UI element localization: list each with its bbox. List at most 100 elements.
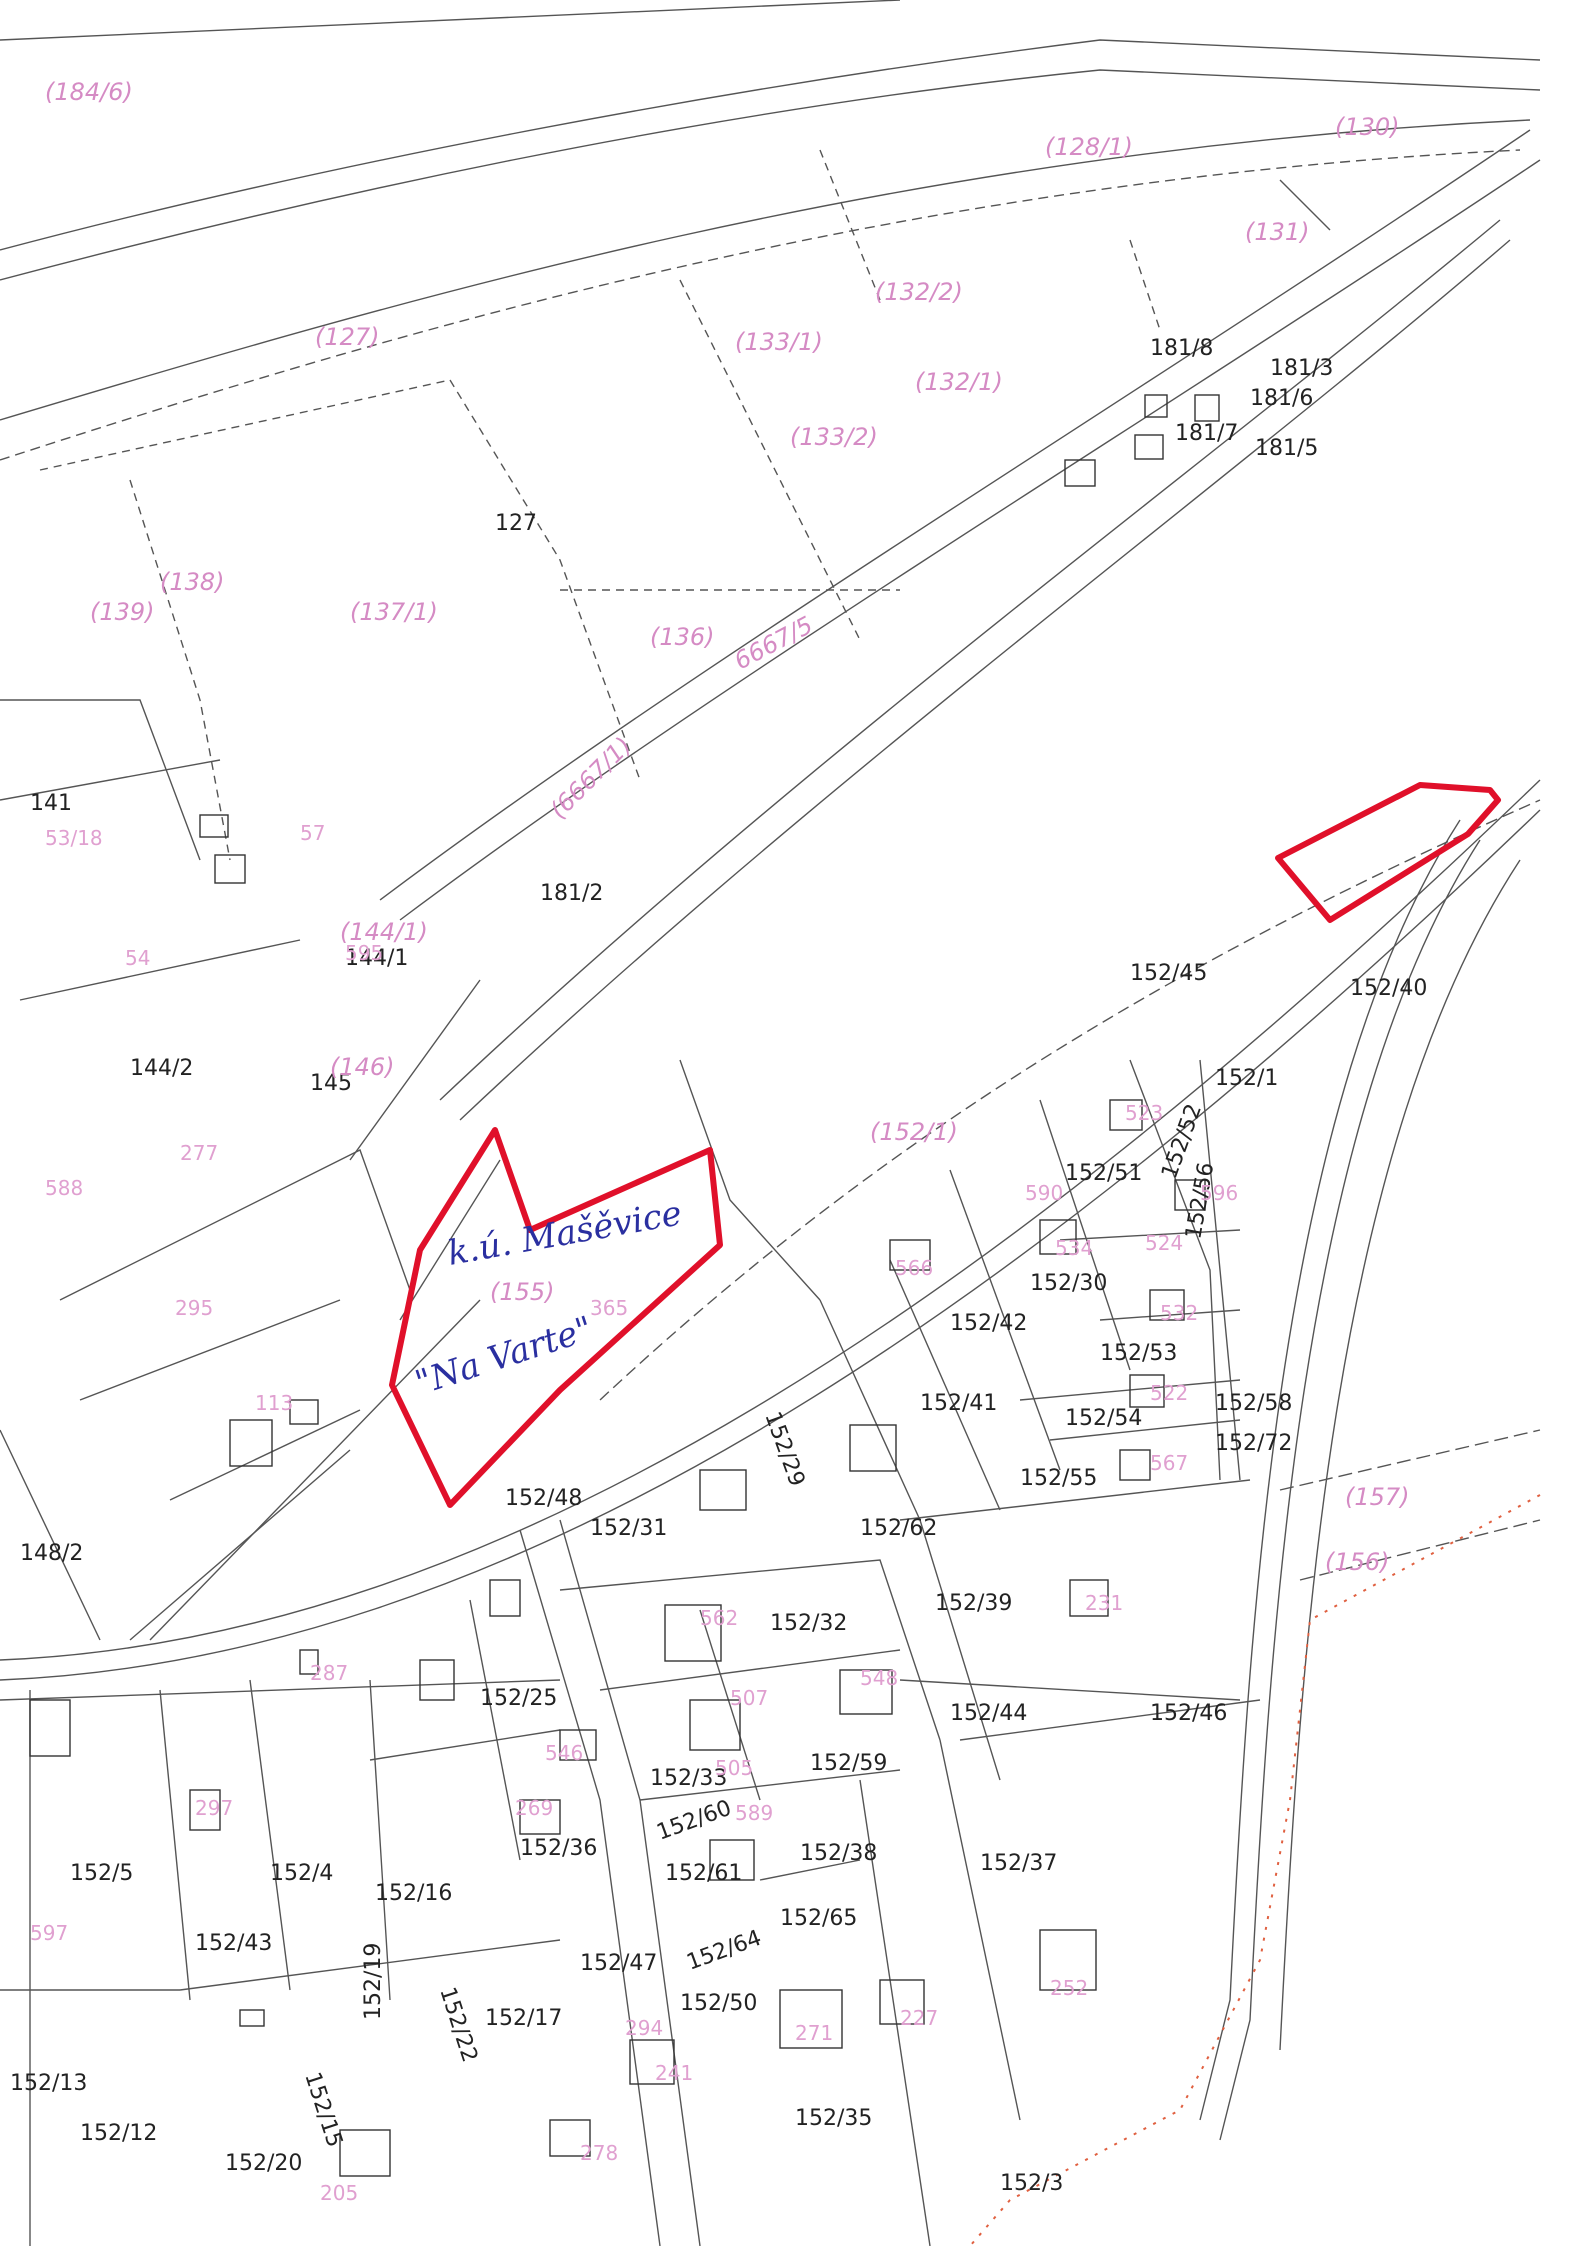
building-number-31: 205 bbox=[320, 2181, 358, 2205]
parcel-label-19: 152/48 bbox=[505, 1486, 582, 1511]
parcel-label-pink-8: (127) bbox=[315, 323, 380, 351]
building-number-20: 507 bbox=[730, 1686, 768, 1710]
district-boundary bbox=[969, 1494, 1541, 2246]
parcel-label-11: 152/42 bbox=[950, 1311, 1027, 1336]
parcel-label-58: 181/7 bbox=[1175, 421, 1238, 446]
building-number-0: 53/18 bbox=[45, 826, 103, 850]
parcel-label-33: 152/5 bbox=[70, 1861, 133, 1886]
building-number-22: 546 bbox=[545, 1741, 583, 1765]
building-number-5: 295 bbox=[175, 1296, 213, 1320]
building-number-30: 271 bbox=[795, 2021, 833, 2045]
building-number-2: 57 bbox=[300, 821, 325, 845]
handwritten-note-line1: k.ú. Mašěvice bbox=[445, 1193, 685, 1274]
parcel-label-30: 152/61 bbox=[665, 1861, 742, 1886]
parcel-label-28: 152/46 bbox=[1150, 1701, 1227, 1726]
parcel-label-55: 181/6 bbox=[1250, 386, 1313, 411]
parcel-label-32: 152/37 bbox=[980, 1851, 1057, 1876]
building-number-23: 269 bbox=[515, 1796, 553, 1820]
building-number-27: 562 bbox=[700, 1606, 738, 1630]
parcel-label-pink-11: (137/1) bbox=[350, 598, 438, 626]
parcel-label-7: 152/51 bbox=[1065, 1161, 1142, 1186]
highlighted-plot-main[interactable] bbox=[389, 1127, 723, 1508]
parcel-label-4: 152/45 bbox=[1130, 961, 1207, 986]
parcel-label-23: 152/32 bbox=[770, 1611, 847, 1636]
parcel-label-pink-18: (156) bbox=[1325, 1548, 1390, 1576]
parcel-label-5: 152/40 bbox=[1350, 976, 1427, 1001]
parcel-label-pink-10: (139) bbox=[90, 598, 155, 626]
parcel-label-18: 152/55 bbox=[1020, 1466, 1097, 1491]
building-number-19: 505 bbox=[715, 1756, 753, 1780]
parcel-label-31: 152/38 bbox=[800, 1841, 877, 1866]
parcel-label-42: 152/13 bbox=[10, 2071, 87, 2096]
parcel-label-2: 144/1 bbox=[345, 946, 408, 971]
parcel-label-45: 152/22 bbox=[434, 1984, 482, 2065]
parcel-lines bbox=[0, 0, 1541, 2246]
highlighted-plot-east[interactable] bbox=[1275, 782, 1501, 923]
parcel-label-0: 127 bbox=[495, 511, 537, 536]
buildings bbox=[29, 394, 1220, 2177]
building-number-11: 590 bbox=[1025, 1181, 1063, 1205]
parcel-label-53: 144/2 bbox=[130, 1056, 193, 1081]
parcel-label-12: 152/53 bbox=[1100, 1341, 1177, 1366]
building-number-28: 589 bbox=[735, 1801, 773, 1825]
parcel-label-40: 152/47 bbox=[580, 1951, 657, 1976]
parcel-label-pink-15: (152/1) bbox=[870, 1118, 958, 1146]
parcel-label-10: 152/30 bbox=[1030, 1271, 1107, 1296]
building-number-8: 523 bbox=[1125, 1101, 1163, 1125]
building-number-10: 524 bbox=[1145, 1231, 1183, 1255]
parcel-label-pink-4: (132/2) bbox=[875, 278, 963, 306]
parcel-label-54: 181/3 bbox=[1270, 356, 1333, 381]
parcel-label-pink-12: (136) bbox=[650, 623, 715, 651]
building-number-25: 597 bbox=[30, 1921, 68, 1945]
handwritten-note-line2: "Na Varte" bbox=[410, 1309, 597, 1404]
building-number-24: 287 bbox=[310, 1661, 348, 1685]
parcel-label-29: 152/60 bbox=[654, 1796, 735, 1846]
parcel-label-50: 152/3 bbox=[1000, 2171, 1063, 2196]
parcel-label-pink-0: (184/6) bbox=[45, 78, 133, 106]
parcel-label-pink-3: (131) bbox=[1245, 218, 1310, 246]
parcel-label-pink-1: (128/1) bbox=[1045, 133, 1133, 161]
parcel-label-6: 152/1 bbox=[1215, 1066, 1278, 1091]
parcel-label-34: 152/4 bbox=[270, 1861, 333, 1886]
parcel-label-26: 152/59 bbox=[810, 1751, 887, 1776]
parcel-label-57: 181/8 bbox=[1150, 336, 1213, 361]
parcel-label-pink-20: (6667/1) bbox=[544, 731, 637, 824]
parcel-label-39: 152/65 bbox=[780, 1906, 857, 1931]
parcel-label-pink-2: (130) bbox=[1335, 113, 1400, 141]
building-number-17: 252 bbox=[1050, 1976, 1088, 2000]
parcel-label-24: 152/25 bbox=[480, 1686, 557, 1711]
parcel-label-52: 141 bbox=[30, 791, 72, 816]
parcel-label-44: 152/19 bbox=[361, 1943, 386, 2020]
parcel-label-36: 152/36 bbox=[520, 1836, 597, 1861]
parcel-label-16: 152/29 bbox=[759, 1409, 809, 1490]
parcel-label-37: 152/43 bbox=[195, 1931, 272, 1956]
building-number-4: 588 bbox=[45, 1176, 83, 1200]
parcel-label-56: 181/5 bbox=[1255, 436, 1318, 461]
parcel-label-22: 152/39 bbox=[935, 1591, 1012, 1616]
building-number-labels: 53/1854572775882951133655235965245905345… bbox=[30, 821, 1238, 2205]
parcel-label-pink-14: (146) bbox=[330, 1053, 395, 1081]
parcel-label-27: 152/44 bbox=[950, 1701, 1027, 1726]
building-number-15: 522 bbox=[1150, 1381, 1188, 1405]
parcel-label-pink-16: (155) bbox=[490, 1278, 555, 1306]
parcel-label-pink-9: (138) bbox=[160, 568, 225, 596]
building-number-21: 548 bbox=[860, 1666, 898, 1690]
parcel-label-pink-7: (133/2) bbox=[790, 423, 878, 451]
building-number-18: 227 bbox=[900, 2006, 938, 2030]
building-number-7: 365 bbox=[590, 1296, 628, 1320]
parcel-label-46: 152/50 bbox=[680, 1991, 757, 2016]
parcel-label-pink-17: (157) bbox=[1345, 1483, 1410, 1511]
building-number-1: 54 bbox=[125, 946, 150, 970]
parcel-label-48: 152/20 bbox=[225, 2151, 302, 2176]
parcel-label-13: 152/58 bbox=[1215, 1391, 1292, 1416]
parcel-label-pink-19: 6667/5 bbox=[730, 611, 818, 675]
parcel-labels-pink: (184/6) (128/1) (130) (131) (132/2) (133/1) (1… bbox=[45, 78, 1410, 1576]
parcel-label-51: 148/2 bbox=[20, 1541, 83, 1566]
parcel-label-20: 152/31 bbox=[590, 1516, 667, 1541]
building-number-33: 278 bbox=[580, 2141, 618, 2165]
parcel-label-pink-5: (133/1) bbox=[735, 328, 823, 356]
parcel-label-41: 152/17 bbox=[485, 2006, 562, 2031]
building-number-16: 567 bbox=[1150, 1451, 1188, 1475]
parcel-label-38: 152/64 bbox=[684, 1926, 765, 1976]
